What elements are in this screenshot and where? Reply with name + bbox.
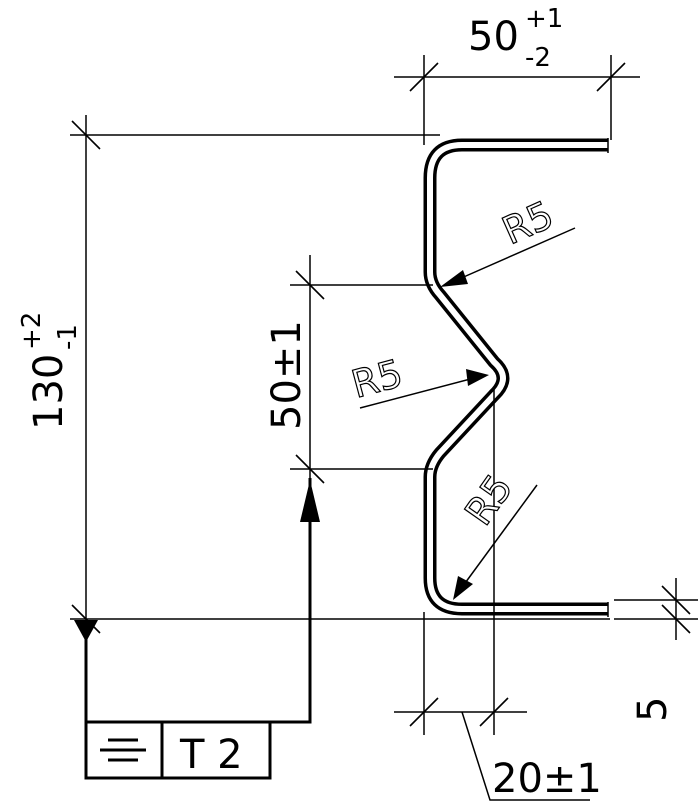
symmetry-icon [100, 738, 146, 762]
radius-label-top: R5 [495, 192, 560, 254]
dim-bottom-offset [394, 390, 590, 801]
top-width-lower-tol: -2 [525, 43, 551, 73]
radius-leader-middle [359, 369, 489, 409]
dim-total-height [70, 115, 610, 640]
dim-middle-height [290, 255, 433, 490]
tolerance-value: T 2 [179, 732, 243, 778]
total-height-label: 130 +2 -1 [17, 312, 83, 430]
radius-leader-top [440, 227, 576, 287]
total-height-nominal: 130 [26, 354, 72, 430]
thickness-text: 5 [630, 697, 676, 722]
total-height-lower-tol: -1 [53, 324, 83, 350]
datum-leader [74, 478, 320, 724]
feature-control-frame [84, 720, 272, 780]
bottom-offset-text: 20±1 [492, 756, 602, 802]
thickness-label: 5 [630, 697, 676, 722]
dim-top-width [394, 55, 640, 145]
top-width-upper-tol: +1 [525, 4, 563, 34]
middle-height-label: 50±1 [264, 320, 310, 430]
radius-leader-bottom [453, 484, 538, 600]
top-width-nominal: 50 [468, 14, 519, 60]
total-height-upper-tol: +2 [17, 312, 47, 350]
middle-height-text: 50±1 [264, 320, 310, 430]
radius-label-bottom: R5 [456, 466, 522, 534]
radius-text-top: R5 [496, 192, 560, 253]
dim-thickness [614, 578, 698, 640]
radius-text-bottom: R5 [456, 466, 521, 533]
part-profile [423, 138, 609, 617]
